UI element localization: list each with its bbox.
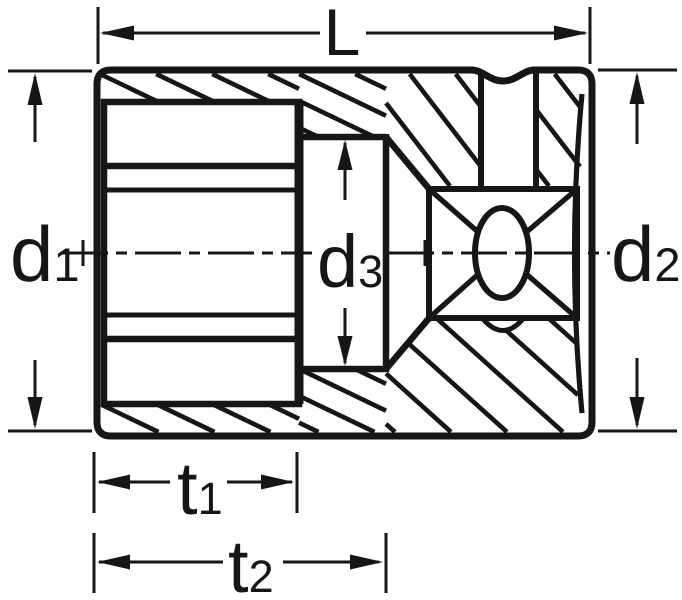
chamfer-bottom <box>383 314 433 372</box>
hatch-line <box>211 401 272 435</box>
hatch-line <box>384 422 397 434</box>
arrowhead-right <box>554 25 588 41</box>
arrowhead-up <box>27 73 43 105</box>
hatch-line <box>534 108 582 169</box>
dimension-d1 <box>8 69 92 433</box>
hatch-line <box>354 71 387 91</box>
hatch-line <box>545 315 580 347</box>
hatch-line <box>406 341 509 434</box>
arrowhead-left <box>100 25 134 41</box>
hatch-line <box>298 393 376 435</box>
hatch-line <box>101 72 160 105</box>
hatch-line <box>298 366 387 413</box>
hatch-line <box>407 72 483 169</box>
detent-ball-bump <box>481 317 525 333</box>
hatch-line <box>552 72 582 109</box>
arrowhead-up <box>337 140 353 170</box>
dimension-L <box>96 7 592 64</box>
arrowhead-right <box>261 474 294 490</box>
dimension-t1 <box>92 452 299 513</box>
hatch-line <box>453 72 483 109</box>
label-d2: d2 <box>611 210 681 298</box>
arrowhead-right <box>350 554 383 570</box>
hatch-line <box>211 71 272 105</box>
hatch-line <box>433 315 565 434</box>
dimension-d2 <box>598 68 677 433</box>
hatch-line <box>298 420 320 435</box>
hatch-line <box>155 401 216 435</box>
chamfer-top <box>383 134 433 193</box>
arrowhead-left <box>97 474 130 490</box>
hatch-line <box>101 402 160 435</box>
label-L: L <box>324 0 361 69</box>
label-t1: t1 <box>177 447 223 530</box>
hatch-line <box>155 71 216 105</box>
dimension-d3 <box>337 140 353 366</box>
hatch-line <box>384 101 452 188</box>
label-d3: d3 <box>317 220 383 303</box>
arrowhead-down <box>27 397 43 429</box>
dimension-t2 <box>92 533 388 593</box>
hatch-line <box>298 98 376 140</box>
label-t2: t2 <box>228 525 274 600</box>
centerline <box>62 240 610 266</box>
arrowhead-down <box>337 336 353 366</box>
arrowhead-left <box>97 554 130 570</box>
hatch-line <box>384 371 453 434</box>
label-d1: d1 <box>10 210 80 298</box>
hatch-line <box>298 71 387 118</box>
hatch-line <box>267 71 300 91</box>
arrowhead-down <box>629 397 645 429</box>
arrowhead-up <box>629 72 645 104</box>
